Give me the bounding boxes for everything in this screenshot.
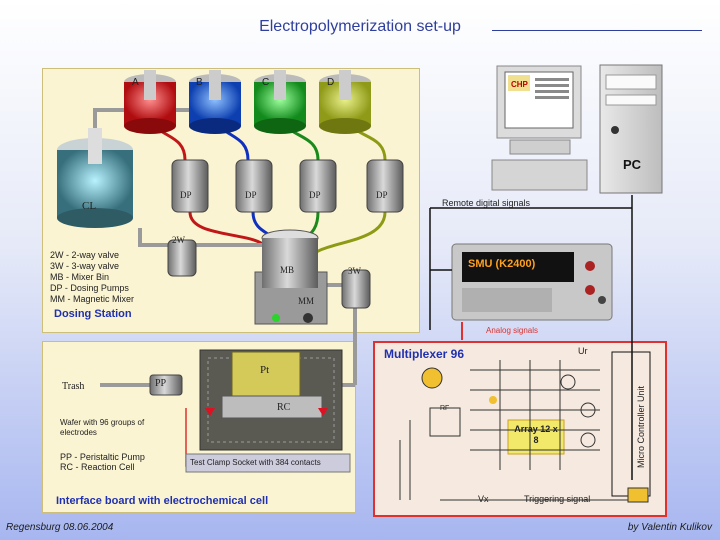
test-clamp-label: Test Clamp Socket with 384 contacts xyxy=(190,458,321,467)
mixer-bin-label: MB xyxy=(280,265,295,275)
mux-circuit xyxy=(399,351,651,501)
valve-3w-label: 3W xyxy=(348,266,361,276)
rc-label: RC xyxy=(277,402,291,413)
pp-label: PP xyxy=(155,378,167,389)
dosing-legend: 2W - 2-way valve 3W - 3-way valve MB - M… xyxy=(50,250,134,305)
cl-label: CL xyxy=(82,200,97,212)
dosing-station-heading: Dosing Station xyxy=(54,308,132,320)
interface-legend: PP - Peristaltic Pump RC - Reaction Cell xyxy=(60,452,145,472)
test-clamp-box xyxy=(185,453,351,473)
vessel-label-c: C xyxy=(262,77,270,88)
pc-computer xyxy=(491,64,663,194)
micro-controller-label: Micro Controller Unit xyxy=(636,385,646,468)
signal-lines xyxy=(429,195,633,480)
legend-3w: 3W - 3-way valve xyxy=(50,261,120,271)
page-title: Electropolymerization set-up xyxy=(259,18,461,35)
legend-pp: PP - Peristaltic Pump xyxy=(60,452,145,462)
pump-label-3: DP xyxy=(309,190,321,200)
title-rule xyxy=(492,30,702,31)
valve-2w xyxy=(167,239,197,277)
pump-label-4: DP xyxy=(376,190,388,200)
legend-mb: MB - Mixer Bin xyxy=(50,272,110,282)
vessel-label-d: D xyxy=(327,77,335,88)
legend-rc: RC - Reaction Cell xyxy=(60,462,135,472)
valve-2w-label: 2W xyxy=(172,235,185,245)
vessel-b xyxy=(189,70,241,134)
mux-node xyxy=(489,396,497,404)
valve-3w xyxy=(341,269,371,309)
tubing xyxy=(93,108,387,387)
legend-mm: MM - Magnetic Mixer xyxy=(50,294,135,304)
footer-location-date: Regensburg 08.06.2004 xyxy=(6,522,114,533)
vessel-d xyxy=(319,70,371,134)
mixer-bin xyxy=(254,229,328,325)
ur-label: Ur xyxy=(578,346,588,356)
interface-board-heading: Interface board with electrochemical cel… xyxy=(56,495,269,507)
vessel-label-a: A xyxy=(132,77,139,88)
pt-label: Pt xyxy=(260,364,270,376)
multiplexer-title: Multiplexer 96 xyxy=(384,347,465,361)
rf-label: RF xyxy=(440,405,450,412)
remote-signals-label: Remote digital signals xyxy=(442,198,531,208)
smu-instrument xyxy=(451,243,613,321)
dosing-pumps xyxy=(171,159,404,213)
triggering-signal-label: Triggering signal xyxy=(524,494,591,504)
vessel-a xyxy=(124,70,176,134)
cl-vessel xyxy=(57,128,133,228)
pump-label-1: DP xyxy=(180,190,192,200)
interface-board-graphic xyxy=(149,349,350,467)
mixer-label: MM xyxy=(298,296,315,306)
wafer-label: Wafer with 96 groups of electrodes xyxy=(60,418,145,437)
smu-label: SMU (K2400) xyxy=(468,258,536,270)
trigger-icon xyxy=(627,487,649,503)
vessel-c xyxy=(254,70,306,134)
pc-label: PC xyxy=(623,157,642,172)
analog-signals-label: Analog signals xyxy=(486,326,539,335)
footer-author: by Valentin Kulikov xyxy=(627,522,712,533)
vessel-label-b: B xyxy=(196,77,203,88)
pump-label-2: DP xyxy=(245,190,257,200)
trash-label: Trash xyxy=(62,381,85,392)
array-label: Array 12 x 8 xyxy=(514,424,558,445)
pc-screen-logo: CHP xyxy=(511,80,528,89)
vx-label: Vx xyxy=(478,494,489,504)
legend-dp: DP - Dosing Pumps xyxy=(50,283,129,293)
legend-2w: 2W - 2-way valve xyxy=(50,250,120,260)
